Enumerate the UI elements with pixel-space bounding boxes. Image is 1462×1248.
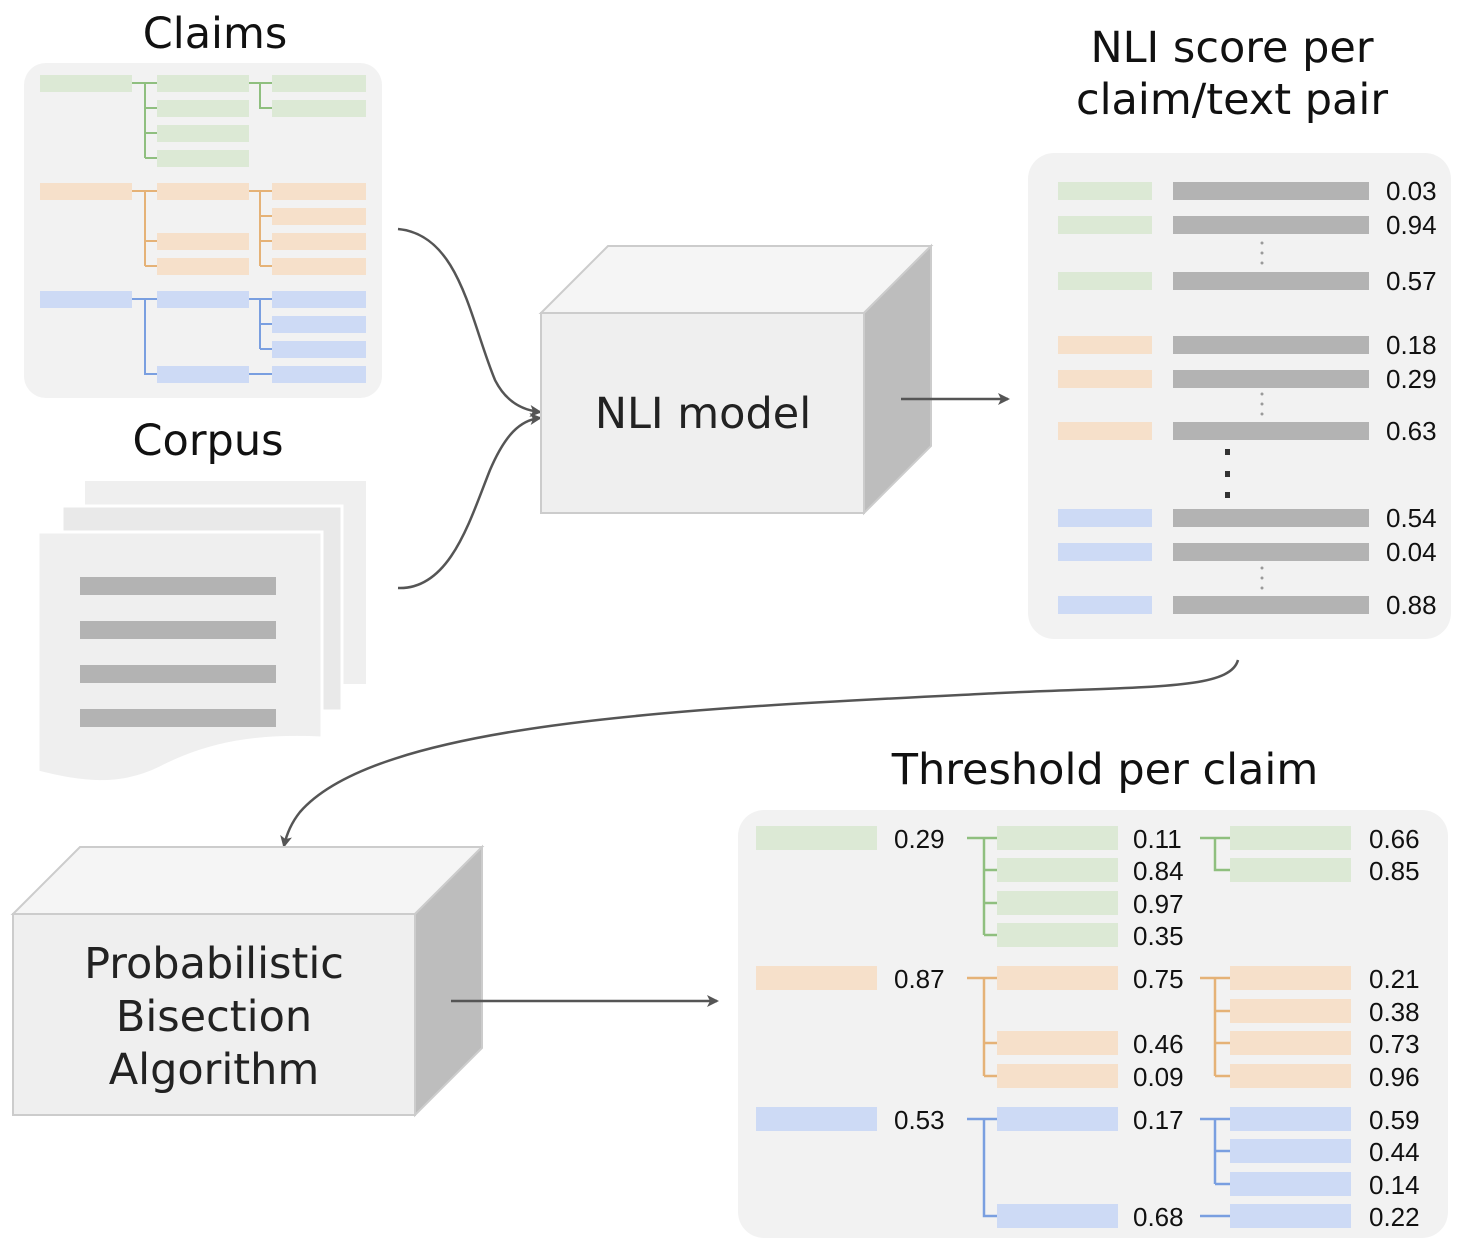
- threshold-value: 0.59: [1369, 1105, 1420, 1135]
- nli-score-value: 0.03: [1386, 176, 1437, 206]
- threshold-value: 0.17: [1133, 1105, 1184, 1135]
- score-rows: 0.03 0.94 0.57 0.18 0.29 0.63 0.54 0.04 0.88: [1058, 176, 1437, 620]
- claims-tree-blue-links: [132, 298, 272, 375]
- nli-model-box: NLI model: [538, 243, 934, 516]
- threshold-tree-green: [756, 826, 1351, 947]
- claims-tree-green-links: [132, 82, 272, 159]
- threshold-values: 0.29 0.11 0.84 0.97 0.35 0.66 0.85 0.87 …: [894, 824, 1420, 1232]
- claim-swatch-orange: [1058, 422, 1152, 440]
- text-bar: [1173, 272, 1369, 290]
- threshold-value: 0.75: [1133, 964, 1184, 994]
- nli-score-value: 0.18: [1386, 330, 1437, 360]
- corpus-documents: [36, 481, 366, 784]
- text-bar: [1173, 216, 1369, 234]
- claim-swatch-green: [1058, 272, 1152, 290]
- claims-tree-green: [40, 75, 366, 167]
- threshold-tree-orange: [756, 966, 1351, 1088]
- bisection-label-line1: Probabilistic: [84, 939, 344, 989]
- text-bar: [1173, 182, 1369, 200]
- nli-score-value: 0.63: [1386, 416, 1437, 446]
- threshold-value: 0.85: [1369, 856, 1420, 886]
- score-group-ellipsis: [1225, 449, 1230, 498]
- threshold-value: 0.21: [1369, 964, 1420, 994]
- threshold-value: 0.14: [1369, 1170, 1420, 1200]
- claim-swatch-orange: [1058, 336, 1152, 354]
- claim-swatch-blue: [1058, 596, 1152, 614]
- document-front: [36, 530, 324, 784]
- nli-scores-title-line2: claim/text pair: [1076, 75, 1388, 125]
- claims-panel: [24, 63, 382, 398]
- threshold-value: 0.46: [1133, 1029, 1184, 1059]
- threshold-value: 0.97: [1133, 889, 1184, 919]
- bisection-label-line3: Algorithm: [109, 1045, 320, 1095]
- threshold-value: 0.87: [894, 964, 945, 994]
- arrow-corpus-to-model: [397, 413, 542, 590]
- text-bar: [1173, 543, 1369, 561]
- document-text-lines: [80, 577, 276, 727]
- nli-score-value: 0.88: [1386, 590, 1437, 620]
- threshold-orange-links: [967, 976, 1230, 1078]
- claim-swatch-green: [1058, 182, 1152, 200]
- threshold-value: 0.09: [1133, 1062, 1184, 1092]
- arrow-claims-to-model: [397, 227, 542, 417]
- threshold-title: Threshold per claim: [891, 745, 1318, 795]
- corpus-title: Corpus: [133, 416, 284, 466]
- nli-score-value: 0.54: [1386, 503, 1437, 533]
- nli-scores-title-line1: NLI score per: [1090, 23, 1373, 73]
- nli-score-value: 0.29: [1386, 364, 1437, 394]
- nli-model-label: NLI model: [595, 389, 811, 439]
- threshold-value: 0.96: [1369, 1062, 1420, 1092]
- threshold-value: 0.66: [1369, 824, 1420, 854]
- text-bar: [1173, 370, 1369, 388]
- claim-swatch-orange: [1058, 370, 1152, 388]
- text-bar: [1173, 509, 1369, 527]
- claims-title: Claims: [143, 9, 288, 59]
- threshold-value: 0.11: [1133, 824, 1182, 854]
- text-bar: [1173, 336, 1369, 354]
- threshold-value: 0.68: [1133, 1202, 1184, 1232]
- nli-score-value: 0.57: [1386, 266, 1437, 296]
- threshold-value: 0.29: [894, 824, 945, 854]
- nli-score-value: 0.04: [1386, 537, 1437, 567]
- claim-swatch-blue: [1058, 509, 1152, 527]
- claims-tree-blue: [40, 291, 366, 383]
- threshold-panel: 0.29 0.11 0.84 0.97 0.35 0.66 0.85 0.87 …: [738, 810, 1448, 1238]
- claims-tree-orange-links: [132, 190, 272, 267]
- arrow-scores-to-bisection: [280, 659, 1240, 848]
- threshold-value: 0.73: [1369, 1029, 1420, 1059]
- threshold-value: 0.38: [1369, 997, 1420, 1027]
- claim-swatch-green: [1058, 216, 1152, 234]
- bisection-label-line2: Bisection: [116, 992, 312, 1042]
- threshold-tree-blue: [756, 1107, 1351, 1228]
- threshold-value: 0.84: [1133, 856, 1184, 886]
- text-bar: [1173, 596, 1369, 614]
- threshold-green-links: [967, 836, 1230, 937]
- threshold-value: 0.53: [894, 1105, 945, 1135]
- input-arrows: [397, 227, 542, 590]
- bisection-algorithm-box: Probabilistic Bisection Algorithm: [10, 844, 485, 1118]
- threshold-blue-links: [967, 1117, 1230, 1218]
- threshold-value: 0.35: [1133, 921, 1184, 951]
- threshold-value: 0.44: [1369, 1137, 1420, 1167]
- nli-scores-panel: 0.03 0.94 0.57 0.18 0.29 0.63 0.54 0.04 0.88: [1028, 153, 1451, 639]
- text-bar: [1173, 422, 1369, 440]
- nli-score-value: 0.94: [1386, 210, 1437, 240]
- score-small-ellipses: [1260, 241, 1264, 590]
- threshold-value: 0.22: [1369, 1202, 1420, 1232]
- claim-swatch-blue: [1058, 543, 1152, 561]
- claims-tree-orange: [40, 183, 366, 275]
